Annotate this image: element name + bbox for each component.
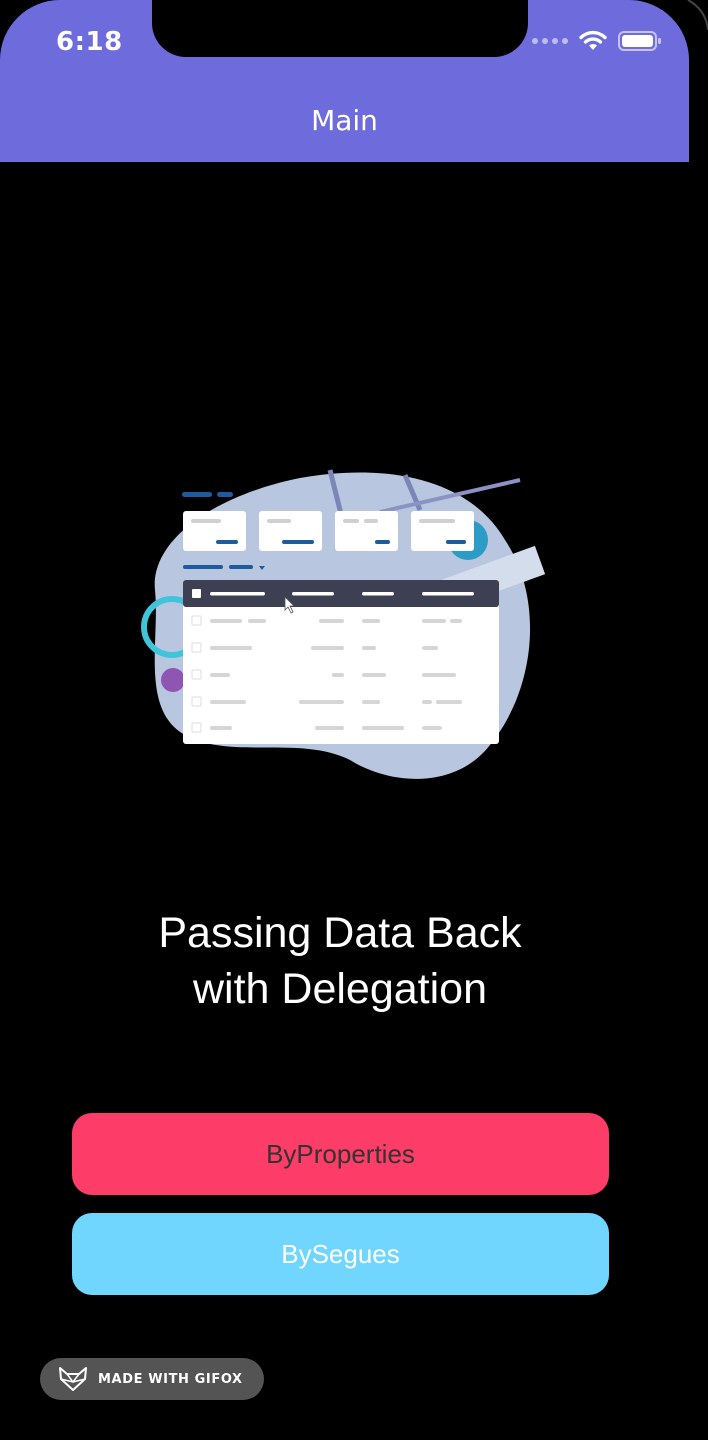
page-heading: Passing Data Back with Delegation (0, 905, 680, 1017)
navigation-bar: 6:18 Main (0, 0, 689, 162)
nav-title: Main (311, 104, 378, 137)
status-icons (532, 30, 662, 52)
fox-icon (59, 1367, 87, 1391)
battery-icon (618, 31, 661, 51)
gifox-badge: MADE WITH GIFOX (40, 1358, 264, 1400)
wifi-icon (579, 30, 607, 50)
heading-line-1: Passing Data Back (158, 909, 522, 957)
device-notch (152, 0, 528, 57)
data-table-illustration (141, 469, 546, 779)
status-time: 6:18 (56, 27, 123, 57)
heading-line-2: with Delegation (192, 965, 487, 1013)
by-segues-button[interactable]: BySegues (72, 1213, 609, 1295)
device-edge (687, 0, 708, 31)
by-properties-button[interactable]: ByProperties (72, 1113, 609, 1195)
badge-label: MADE WITH GIFOX (98, 1371, 243, 1387)
signal-dots-icon (532, 38, 568, 44)
